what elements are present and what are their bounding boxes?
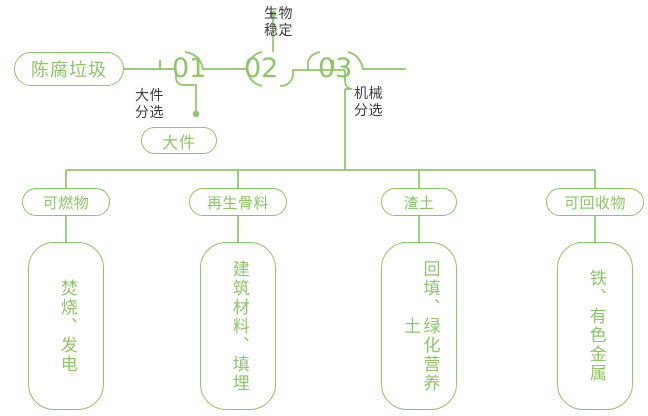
dot-bio-endpoint [269, 10, 277, 18]
wire-into-step1 [159, 60, 176, 70]
dot-bulky-endpoint [192, 110, 200, 118]
wire-step1-to-bulky [175, 69, 197, 114]
arc-step2-bottomleft [246, 68, 263, 87]
category-pill-3[interactable]: 渣土 [381, 188, 457, 216]
node-root[interactable]: 陈腐垃圾 [14, 52, 124, 86]
wire-into-step3 [332, 60, 345, 71]
step-number-03[interactable]: 03 [318, 53, 353, 84]
category-pill-3-label: 渣土 [403, 193, 435, 212]
arc-step1-top [184, 51, 247, 70]
outcome-box-2-text: 建筑材料、填埋 [228, 259, 249, 393]
wire-step3-elbow [344, 70, 353, 90]
outcome-box-3-text: 回填、绿化营养土 [400, 259, 440, 393]
outcome-box-1[interactable]: 焚烧、发电 [28, 242, 104, 410]
outcome-box-4-text: 铁、有色金属 [585, 269, 606, 383]
outcome-box-2[interactable]: 建筑材料、填埋 [200, 242, 276, 410]
note-step-01: 大件 分选 [135, 88, 164, 121]
category-pill-1[interactable]: 可燃物 [22, 188, 110, 216]
step-number-01[interactable]: 01 [172, 53, 207, 84]
note-step-02: 生物 稳定 [264, 6, 293, 39]
outcome-box-3[interactable]: 回填、绿化营养土 [381, 242, 457, 410]
node-bulky-output[interactable]: 大件 [141, 127, 217, 154]
category-pill-4-label: 可回收物 [563, 193, 626, 212]
arc-step3-topleft [307, 51, 321, 70]
arc-step3-right [347, 51, 406, 70]
wire-root-to-step1 [124, 60, 161, 70]
node-bulky-output-label: 大件 [161, 132, 196, 152]
note-step-03: 机械 分选 [354, 86, 383, 119]
step-number-02[interactable]: 02 [244, 53, 279, 84]
outcome-box-1-text: 焚烧、发电 [56, 278, 77, 374]
category-pill-2-label: 再生骨料 [206, 193, 269, 212]
node-root-label: 陈腐垃圾 [31, 60, 107, 81]
wire-step2-to-step3 [279, 60, 334, 87]
category-pill-2[interactable]: 再生骨料 [189, 188, 287, 216]
category-pill-1-label: 可燃物 [42, 193, 90, 212]
arc-step2-topleft [246, 51, 263, 70]
category-pill-4[interactable]: 可回收物 [546, 188, 644, 216]
outcome-box-4[interactable]: 铁、有色金属 [557, 242, 633, 410]
